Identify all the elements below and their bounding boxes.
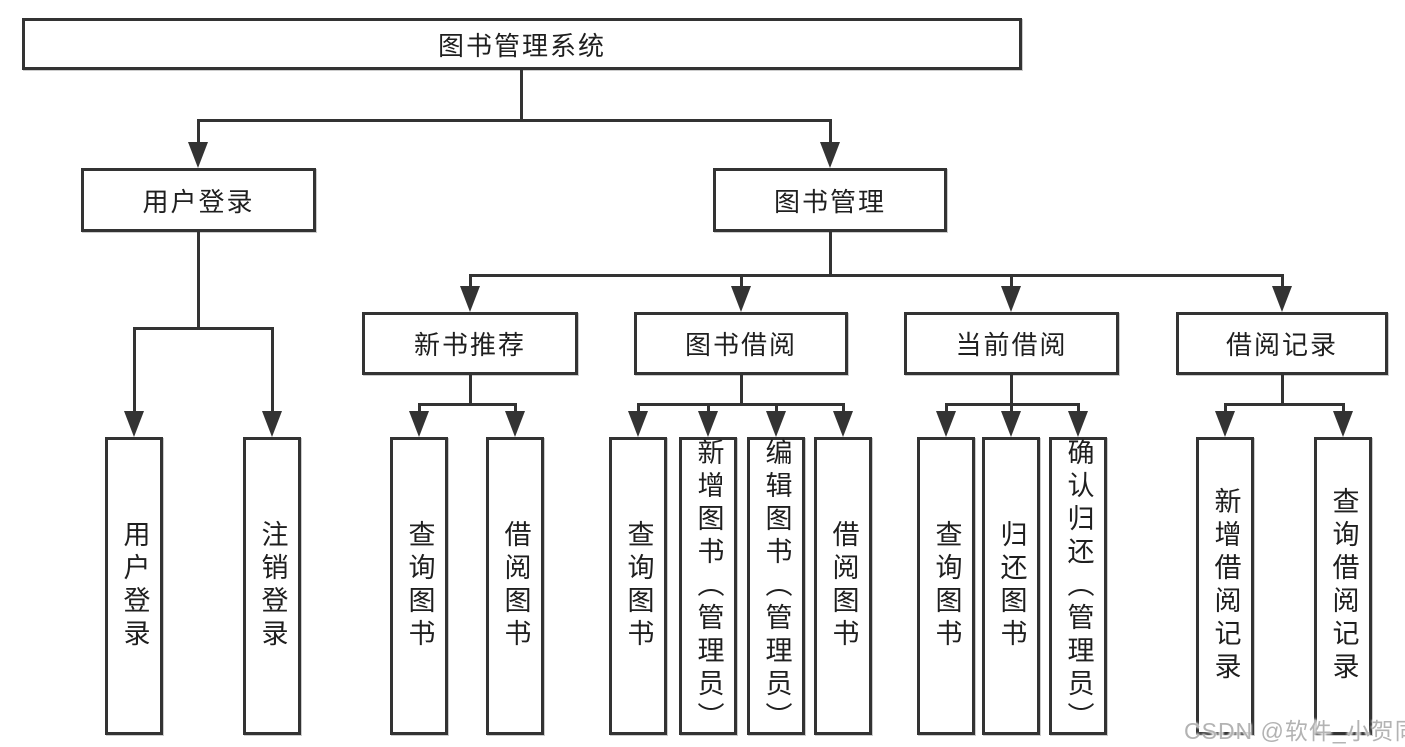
arrow-down-icon xyxy=(1333,411,1353,437)
leaf-label: 归还图书 xyxy=(996,520,1027,652)
node-user-login: 用户登录 xyxy=(81,168,316,232)
leaf-edit-book-admin: 编辑图书（管理员） xyxy=(747,437,805,735)
leaf-add-book-admin: 新增图书（管理员） xyxy=(679,437,737,735)
leaf-query-books-borrow: 查询图书 xyxy=(609,437,667,735)
connector-line xyxy=(842,403,845,415)
connector-line xyxy=(514,403,517,415)
leaf-label: 注销登录 xyxy=(257,520,288,652)
node-current-borrowing: 当前借阅 xyxy=(904,312,1119,375)
leaf-add-borrow-record: 新增借阅记录 xyxy=(1196,437,1254,735)
connector-line xyxy=(945,403,1080,406)
leaf-query-books-current: 查询图书 xyxy=(917,437,975,735)
arrow-down-icon xyxy=(505,411,525,437)
connector-line xyxy=(418,403,421,415)
leaf-label: 用户登录 xyxy=(119,520,150,652)
arrow-down-icon xyxy=(766,411,786,437)
connector-line xyxy=(707,403,710,415)
leaf-confirm-return-admin: 确认归还（管理员） xyxy=(1049,437,1107,735)
connector-line xyxy=(1010,403,1013,415)
leaf-borrow-books-recommend: 借阅图书 xyxy=(486,437,544,735)
arrow-down-icon xyxy=(698,411,718,437)
connector-line xyxy=(133,327,274,330)
leaf-borrow-books-borrow: 借阅图书 xyxy=(814,437,872,735)
arrow-down-icon xyxy=(833,411,853,437)
leaf-user-login: 用户登录 xyxy=(105,437,163,735)
arrow-down-icon xyxy=(1001,411,1021,437)
connector-line xyxy=(469,375,472,406)
connector-line xyxy=(637,403,640,415)
arrow-down-icon xyxy=(262,411,282,437)
node-book-borrowing: 图书借阅 xyxy=(634,312,848,375)
leaf-query-borrow-record: 查询借阅记录 xyxy=(1314,437,1372,735)
connector-line xyxy=(1077,403,1080,415)
connector-line xyxy=(1224,403,1227,415)
arrow-down-icon xyxy=(731,286,751,312)
leaf-label: 确认归还（管理员） xyxy=(1063,437,1094,735)
connector-line xyxy=(945,403,948,415)
connector-line xyxy=(197,232,200,330)
arrow-down-icon xyxy=(409,411,429,437)
arrow-down-icon xyxy=(1215,411,1235,437)
arrow-down-icon xyxy=(1001,286,1021,312)
leaf-label: 借阅图书 xyxy=(828,520,859,652)
connector-line xyxy=(418,403,517,406)
connector-line xyxy=(133,327,136,413)
connector-line xyxy=(469,274,1284,277)
connector-line xyxy=(829,232,832,277)
arrow-down-icon xyxy=(124,411,144,437)
arrow-down-icon xyxy=(820,142,840,168)
connector-line xyxy=(637,403,845,406)
arrow-down-icon xyxy=(628,411,648,437)
node-new-book-recommend: 新书推荐 xyxy=(362,312,578,375)
arrow-down-icon xyxy=(188,142,208,168)
connector-line xyxy=(775,403,778,415)
arrow-down-icon xyxy=(460,286,480,312)
connector-line xyxy=(1010,274,1013,290)
leaf-label: 查询图书 xyxy=(404,520,435,652)
connector-line xyxy=(1281,274,1284,290)
leaf-label: 新增借阅记录 xyxy=(1210,487,1241,685)
arrow-down-icon xyxy=(1272,286,1292,312)
leaf-label: 查询图书 xyxy=(623,520,654,652)
connector-line xyxy=(1281,375,1284,406)
arrow-down-icon xyxy=(936,411,956,437)
arrow-down-icon xyxy=(1068,411,1088,437)
leaf-label: 查询图书 xyxy=(931,520,962,652)
leaf-label: 新增图书（管理员） xyxy=(693,437,724,735)
watermark: CSDN @软件_小贺同学 xyxy=(1184,718,1405,744)
leaf-return-books: 归还图书 xyxy=(982,437,1040,735)
leaf-label: 编辑图书（管理员） xyxy=(761,437,792,735)
leaf-logout: 注销登录 xyxy=(243,437,301,735)
connector-line xyxy=(1010,375,1013,406)
node-book-management: 图书管理 xyxy=(713,168,947,232)
connector-line xyxy=(520,70,523,122)
connector-line xyxy=(197,119,200,147)
connector-line xyxy=(469,274,472,290)
connector-line xyxy=(1224,403,1345,406)
leaf-label: 查询借阅记录 xyxy=(1328,487,1359,685)
connector-line xyxy=(271,327,274,413)
node-borrowing-records: 借阅记录 xyxy=(1176,312,1388,375)
node-library-management-system: 图书管理系统 xyxy=(22,18,1022,70)
connector-line xyxy=(740,375,743,406)
leaf-label: 借阅图书 xyxy=(500,520,531,652)
connector-line xyxy=(829,119,832,147)
connector-line xyxy=(1342,403,1345,415)
connector-line xyxy=(740,274,743,290)
connector-line xyxy=(197,119,832,122)
leaf-query-books-recommend: 查询图书 xyxy=(390,437,448,735)
